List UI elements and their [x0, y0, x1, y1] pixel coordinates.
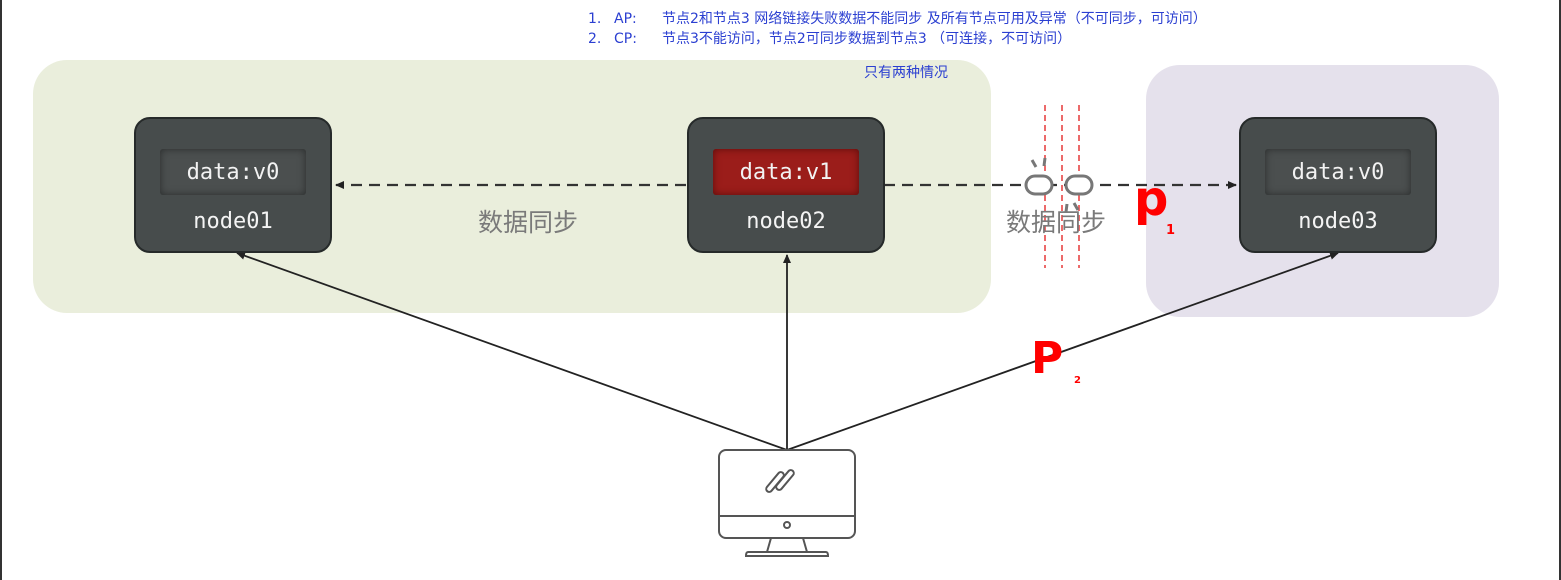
- client-link-node01: [236, 251, 788, 451]
- monitor-icon: [718, 449, 856, 557]
- note-number: 1.: [588, 11, 602, 27]
- node-data-value: data:v0: [160, 149, 306, 195]
- notes-summary: 只有两种情况: [864, 65, 948, 81]
- client-link-node03: [786, 251, 1339, 451]
- note-text: 节点3不能访问，节点2可同步数据到节点3 （可连接，不可访问）: [662, 31, 1072, 47]
- node-name: node03: [1298, 209, 1378, 234]
- node-data-value: data:v0: [1265, 149, 1411, 195]
- node-card-node01: data:v0 node01: [134, 117, 332, 253]
- node-name: node01: [193, 209, 273, 234]
- note-item-ap: 1. AP: 节点2和节点3 网络链接失败数据不能同步 及所有节点可用及异常（不可同…: [588, 9, 1207, 29]
- notes-list: 1. AP: 节点2和节点3 网络链接失败数据不能同步 及所有节点可用及异常（不可同…: [588, 9, 1207, 49]
- broken-link-icon: [1024, 157, 1094, 213]
- note-tag: AP:: [614, 11, 637, 27]
- note-text: 节点2和节点3 网络链接失败数据不能同步 及所有节点可用及异常（不可同步，可访问…: [662, 11, 1207, 27]
- sync-label-left: 数据同步: [478, 208, 579, 237]
- partition-label-p1: p: [1134, 171, 1169, 227]
- node-name: node02: [746, 209, 826, 234]
- partition-label-p2: P: [1031, 333, 1064, 384]
- node-data-value: data:v1: [713, 149, 859, 195]
- node-card-node02: data:v1 node02: [687, 117, 885, 253]
- node-card-node03: data:v0 node03: [1239, 117, 1437, 253]
- note-item-cp: 2. CP: 节点3不能访问，节点2可同步数据到节点3 （可连接，不可访问）: [588, 29, 1207, 49]
- sync-label-right: 数据同步: [1006, 208, 1107, 237]
- note-tag: CP:: [614, 31, 637, 47]
- partition-label-p1-sub: 1: [1166, 223, 1176, 238]
- note-number: 2.: [588, 31, 602, 47]
- pen-icon: [765, 469, 795, 493]
- partition-label-p2-sub: 2: [1074, 375, 1081, 386]
